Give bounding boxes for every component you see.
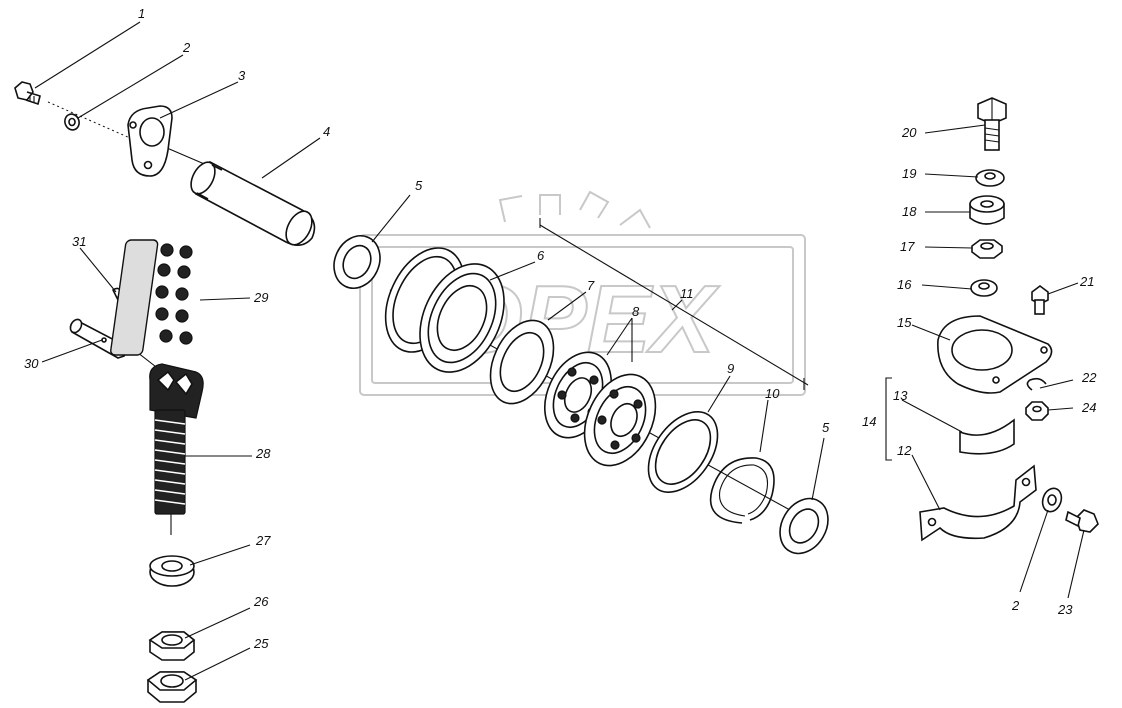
part-10-snap-ring bbox=[709, 457, 775, 524]
part-20-bolt bbox=[977, 97, 1007, 151]
label-28: 28 bbox=[255, 446, 271, 461]
label-27: 27 bbox=[255, 533, 271, 548]
part-21-bolt bbox=[1031, 285, 1049, 315]
label-6: 6 bbox=[537, 248, 545, 263]
label-7: 7 bbox=[587, 278, 595, 293]
part-29-chain bbox=[110, 239, 193, 356]
part-23-bolt bbox=[1065, 509, 1099, 533]
label-20: 20 bbox=[901, 125, 917, 140]
label-9: 9 bbox=[727, 361, 734, 376]
label-24: 24 bbox=[1081, 400, 1096, 415]
part-19-washer bbox=[975, 169, 1005, 187]
label-10: 10 bbox=[765, 386, 780, 401]
part-1-bolt bbox=[14, 81, 41, 106]
part-15-flange bbox=[937, 315, 1053, 394]
part-2-lock-washer-right bbox=[1041, 487, 1063, 513]
label-21: 21 bbox=[1079, 274, 1094, 289]
part-14-group-bracket bbox=[885, 377, 892, 461]
label-22: 22 bbox=[1081, 370, 1097, 385]
part-27-nut bbox=[149, 555, 195, 587]
label-8: 8 bbox=[632, 304, 640, 319]
label-26: 26 bbox=[253, 594, 269, 609]
label-5a: 5 bbox=[415, 178, 423, 193]
part-9-washer bbox=[647, 410, 719, 494]
label-23: 23 bbox=[1057, 602, 1073, 617]
part-18-spacer bbox=[969, 195, 1005, 225]
leader-lines bbox=[34, 21, 1085, 681]
part-24-nut bbox=[1025, 401, 1049, 421]
part-2-lock-washer bbox=[64, 113, 80, 131]
label-3: 3 bbox=[238, 68, 246, 83]
label-1: 1 bbox=[138, 6, 145, 21]
label-12: 12 bbox=[897, 443, 912, 458]
label-4: 4 bbox=[323, 124, 330, 139]
label-25: 25 bbox=[253, 636, 269, 651]
label-5b: 5 bbox=[822, 420, 830, 435]
part-12-clamp bbox=[919, 464, 1037, 542]
part-8-bearings bbox=[544, 351, 657, 467]
label-2: 2 bbox=[182, 40, 191, 55]
part-3-flange-plate bbox=[127, 105, 173, 177]
label-30: 30 bbox=[24, 356, 39, 371]
part-16-washer bbox=[970, 279, 998, 297]
label-18: 18 bbox=[902, 204, 917, 219]
label-13: 13 bbox=[893, 388, 908, 403]
label-29: 29 bbox=[253, 290, 268, 305]
label-16: 16 bbox=[897, 277, 912, 292]
part-25-hex-nut bbox=[146, 671, 198, 703]
part-labels: 1 2 3 4 5 6 7 8 9 10 11 5 13 12 14 15 16… bbox=[24, 6, 1097, 651]
part-22-ring bbox=[1026, 377, 1047, 391]
part-26-hex-nut bbox=[148, 631, 196, 661]
label-2b: 2 bbox=[1011, 598, 1020, 613]
part-4-pin bbox=[190, 160, 316, 246]
part-13-half-clamp bbox=[959, 418, 1015, 455]
label-14: 14 bbox=[862, 414, 876, 429]
part-5-washer-right bbox=[779, 497, 829, 555]
label-11: 11 bbox=[680, 286, 694, 301]
part-17-nut bbox=[971, 239, 1003, 259]
part-7-ring bbox=[489, 319, 555, 405]
part-28-eye-bolt bbox=[149, 363, 204, 515]
label-17: 17 bbox=[900, 239, 915, 254]
label-19: 19 bbox=[902, 166, 916, 181]
label-31: 31 bbox=[72, 234, 86, 249]
label-15: 15 bbox=[897, 315, 912, 330]
part-5-washer-left bbox=[333, 235, 381, 289]
part-6-seal-housing bbox=[384, 247, 505, 373]
